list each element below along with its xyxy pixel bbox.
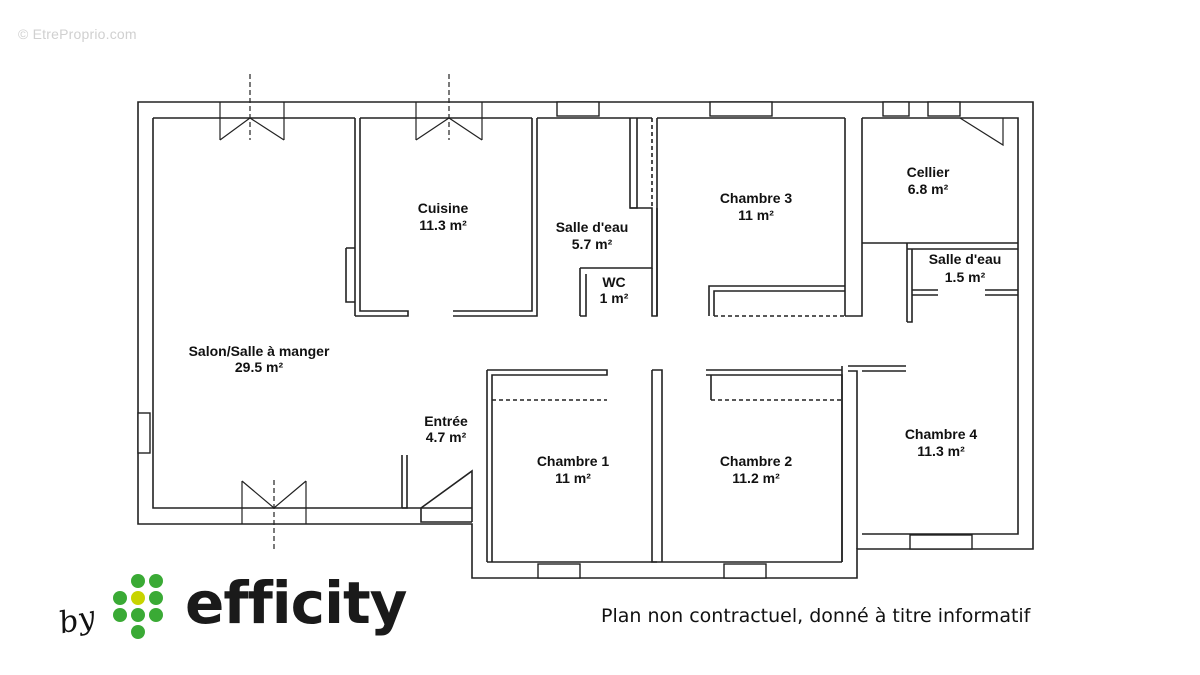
logo-wordmark: efficity <box>185 569 407 637</box>
logo-dot <box>149 574 163 588</box>
room-area-salle-eau-2: 1.5 m² <box>945 269 986 285</box>
logo-dot <box>131 608 145 622</box>
room-name-cellier: Cellier <box>907 164 950 180</box>
room-name-chambre-3: Chambre 3 <box>720 190 793 206</box>
logo-dot <box>149 608 163 622</box>
room-name-salle-eau-2: Salle d'eau <box>929 251 1002 267</box>
room-area-wc: 1 m² <box>600 290 629 306</box>
room-area-chambre-1: 11 m² <box>555 470 591 486</box>
watermark: © EtreProprio.com <box>18 26 137 42</box>
logo-dot <box>131 574 145 588</box>
room-name-salon: Salon/Salle à manger <box>189 343 330 359</box>
room-name-wc: WC <box>602 274 625 290</box>
room-area-salon: 29.5 m² <box>235 359 284 375</box>
room-labels: Cuisine 11.3 m² Salle d'eau 5.7 m² WC 1 … <box>189 164 1002 486</box>
logo-dot <box>113 591 127 605</box>
room-area-chambre-2: 11.2 m² <box>732 470 780 486</box>
windows <box>137 101 973 579</box>
room-area-cellier: 6.8 m² <box>908 181 949 197</box>
disclaimer-text: Plan non contractuel, donné à titre info… <box>601 605 1031 627</box>
room-area-chambre-4: 11.3 m² <box>917 443 965 459</box>
room-name-chambre-4: Chambre 4 <box>905 426 978 442</box>
door-symbols <box>219 74 1004 552</box>
room-area-cuisine: 11.3 m² <box>419 217 467 233</box>
room-area-entree: 4.7 m² <box>426 429 467 445</box>
plan-walls <box>137 101 1034 579</box>
logo-dot <box>149 591 163 605</box>
efficity-logo: by efficity <box>55 565 415 660</box>
logo-by-text: by <box>55 599 99 642</box>
room-area-salle-eau-1: 5.7 m² <box>572 236 613 252</box>
logo-dot <box>131 625 145 639</box>
room-name-chambre-1: Chambre 1 <box>537 453 610 469</box>
logo-dot <box>131 591 145 605</box>
room-name-entree: Entrée <box>424 413 468 429</box>
logo-dots-icon <box>113 574 163 639</box>
room-name-chambre-2: Chambre 2 <box>720 453 793 469</box>
room-area-chambre-3: 11 m² <box>738 207 774 223</box>
room-name-cuisine: Cuisine <box>418 200 469 216</box>
room-name-salle-eau-1: Salle d'eau <box>556 219 629 235</box>
logo-dot <box>113 608 127 622</box>
